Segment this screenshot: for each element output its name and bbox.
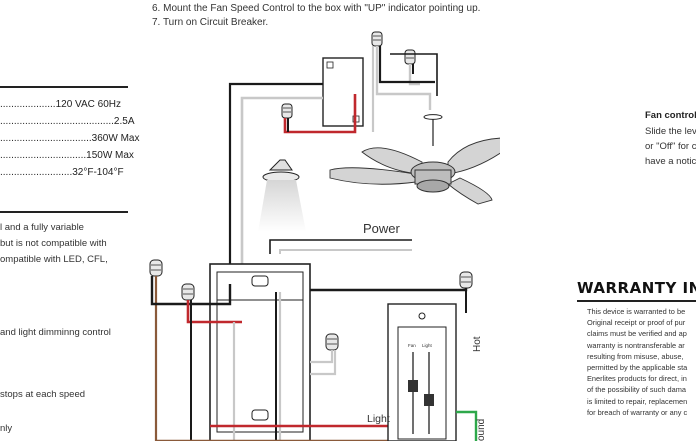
warranty-rule <box>577 300 696 302</box>
wiring-diagram: Power Fan Ligh <box>149 31 500 441</box>
recessed-light-icon <box>258 159 306 232</box>
description-line: l and a fully variable <box>0 222 84 233</box>
red-wire <box>283 94 357 134</box>
hot-label: Hot <box>472 336 483 352</box>
description-text: l and a fully variable but is not compat… <box>0 220 108 267</box>
spec-bottom-rule <box>0 211 128 213</box>
black-wire <box>465 288 467 313</box>
fan-control-line: or "Off" for c <box>645 141 696 152</box>
black-wire <box>310 288 468 292</box>
ceiling-junction-box <box>322 57 364 127</box>
fan-control-section: Fan control Slide the lev or "Off" for c… <box>645 110 696 169</box>
spec-fan-load: .................................360W Ma… <box>0 133 140 144</box>
power-line-black <box>269 239 412 254</box>
warranty-line: Original receipt or proof of pur <box>587 318 686 328</box>
fan-control-line: Slide the lev <box>645 126 696 137</box>
white-wire <box>310 350 334 364</box>
warranty-line: Enerlites products for direct, in <box>587 374 687 384</box>
green-wire <box>456 410 478 441</box>
fan-canopy <box>423 114 443 120</box>
power-line-white <box>279 249 412 254</box>
feature-line: nly <box>0 423 13 434</box>
wire-nut-icon <box>281 103 293 119</box>
warranty-line: of the possibility of such dama <box>587 385 687 395</box>
light-small-label: Light <box>422 343 433 348</box>
fan-speed-control-device: Fan Light <box>387 303 457 441</box>
spec-top-rule <box>0 86 128 88</box>
description-line: but is not compatible with <box>0 238 107 249</box>
red-wire <box>186 300 242 324</box>
feature-line: and light dimminng control <box>0 327 111 338</box>
spec-light-load: ...............................150W Max <box>0 150 134 161</box>
spec-voltage: ....................120 VAC 60Hz <box>0 99 121 110</box>
light-label: Light <box>367 413 390 425</box>
fan-small-label: Fan <box>408 343 416 348</box>
white-wire <box>375 46 432 110</box>
wire-nut-icon <box>459 271 473 289</box>
white-wire <box>240 96 323 272</box>
warranty-line: is limited to repair, replacemen <box>587 396 688 406</box>
spec-current: ........................................… <box>0 116 135 127</box>
warranty-line: claims must be verified and ap <box>587 329 687 339</box>
black-wire <box>378 46 435 84</box>
warranty-text: This device is warranted to be Original … <box>587 306 687 418</box>
spec-list: ....................120 VAC 60Hz .......… <box>0 96 140 181</box>
wire-nut-icon <box>181 283 195 301</box>
warranty-line: resulting from misuse, abuse, <box>587 351 684 361</box>
warranty-line: warranty is nontransferable ar <box>587 340 685 350</box>
install-step-7: 7. Turn on Circuit Breaker. <box>152 17 269 28</box>
feature-line: stops at each speed <box>0 389 86 400</box>
spec-temperature: ..........................32°F-104°F <box>0 167 124 178</box>
wire-nut-icon <box>149 259 163 277</box>
black-wire <box>390 53 438 96</box>
wire-nut-icon <box>325 333 339 351</box>
white-wire <box>408 64 420 86</box>
warranty-line: This device is warranted to be <box>587 307 686 316</box>
description-line: ompatible with LED, CFL, <box>0 254 108 265</box>
white-wire <box>310 350 337 376</box>
fan-control-line: have a notic <box>645 156 696 167</box>
wall-switch-box <box>209 263 311 441</box>
wire-nut-icon <box>404 49 416 65</box>
warranty-heading: WARRANTY INF <box>577 279 696 297</box>
ground-label: ound <box>476 419 487 441</box>
warranty-line: for breach of warranty or any c <box>587 407 688 417</box>
ceiling-fan-icon <box>329 137 500 205</box>
power-label: Power <box>363 221 401 236</box>
wire-nut-icon <box>371 31 383 47</box>
warranty-line: permitted by the applicable sta <box>587 363 688 373</box>
black-wire <box>228 82 323 272</box>
install-step-6: 6. Mount the Fan Speed Control to the bo… <box>152 3 481 14</box>
fan-control-heading: Fan control <box>645 110 696 121</box>
